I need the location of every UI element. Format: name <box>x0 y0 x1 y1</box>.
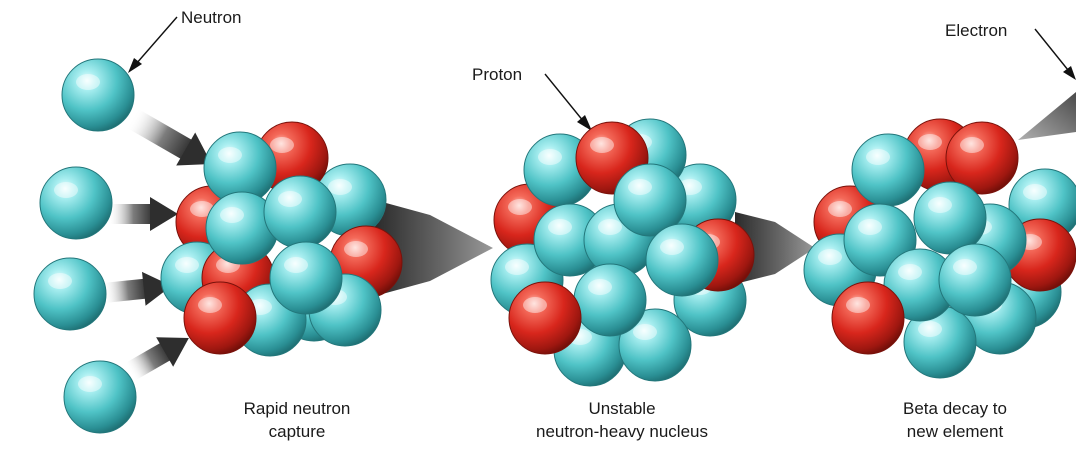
electron-beam-icon <box>1018 92 1076 140</box>
neutron-sphere-icon <box>883 248 957 322</box>
proton-sphere-icon <box>945 121 1019 195</box>
arrow-to-beta-decay-icon <box>735 212 815 284</box>
proton-sphere-icon <box>508 281 582 355</box>
proton-sphere-icon <box>183 281 257 355</box>
neutron-sphere-icon <box>269 241 343 315</box>
caption-rapid-neutron-capture: Rapid neutron capture <box>187 397 407 443</box>
label-pointers <box>128 16 1076 131</box>
caption-line: Beta decay to <box>903 399 1007 418</box>
free-neutron-icon <box>39 166 113 240</box>
neutron-sphere-icon <box>903 305 977 379</box>
neutron-sphere-icon <box>645 223 719 297</box>
neutron-sphere-icon <box>263 175 337 249</box>
electron-label: Electron <box>945 21 1007 40</box>
particles <box>33 58 1076 434</box>
free-neutron-icon <box>63 360 137 434</box>
caption-line: Rapid neutron <box>243 399 351 418</box>
neutron-sphere-icon <box>618 308 692 382</box>
incoming-neutron-arrows <box>102 108 212 381</box>
proton-sphere-icon <box>831 281 905 355</box>
neutron-sphere-icon <box>203 131 277 205</box>
caption-unstable-nucleus: Unstable neutron-heavy nucleus <box>512 397 732 443</box>
free-neutron-icon <box>61 58 135 132</box>
neutron-sphere-icon <box>913 181 987 255</box>
caption-line: new element <box>906 422 1004 441</box>
arrow-to-unstable-icon <box>375 200 493 296</box>
neutron-sphere-icon <box>613 163 687 237</box>
caption-line: capture <box>268 422 326 441</box>
caption-line: neutron-heavy nucleus <box>535 422 708 441</box>
proton-label: Proton <box>472 65 522 84</box>
neutron-label: Neutron <box>181 8 241 27</box>
caption-beta-decay: Beta decay to new element <box>845 397 1065 443</box>
transition-arrows <box>375 200 815 296</box>
neutron-sphere-icon <box>573 263 647 337</box>
neutron-sphere-icon <box>851 133 925 207</box>
neutron-sphere-icon <box>938 243 1012 317</box>
caption-line: Unstable <box>588 399 656 418</box>
free-neutron-icon <box>33 257 107 331</box>
